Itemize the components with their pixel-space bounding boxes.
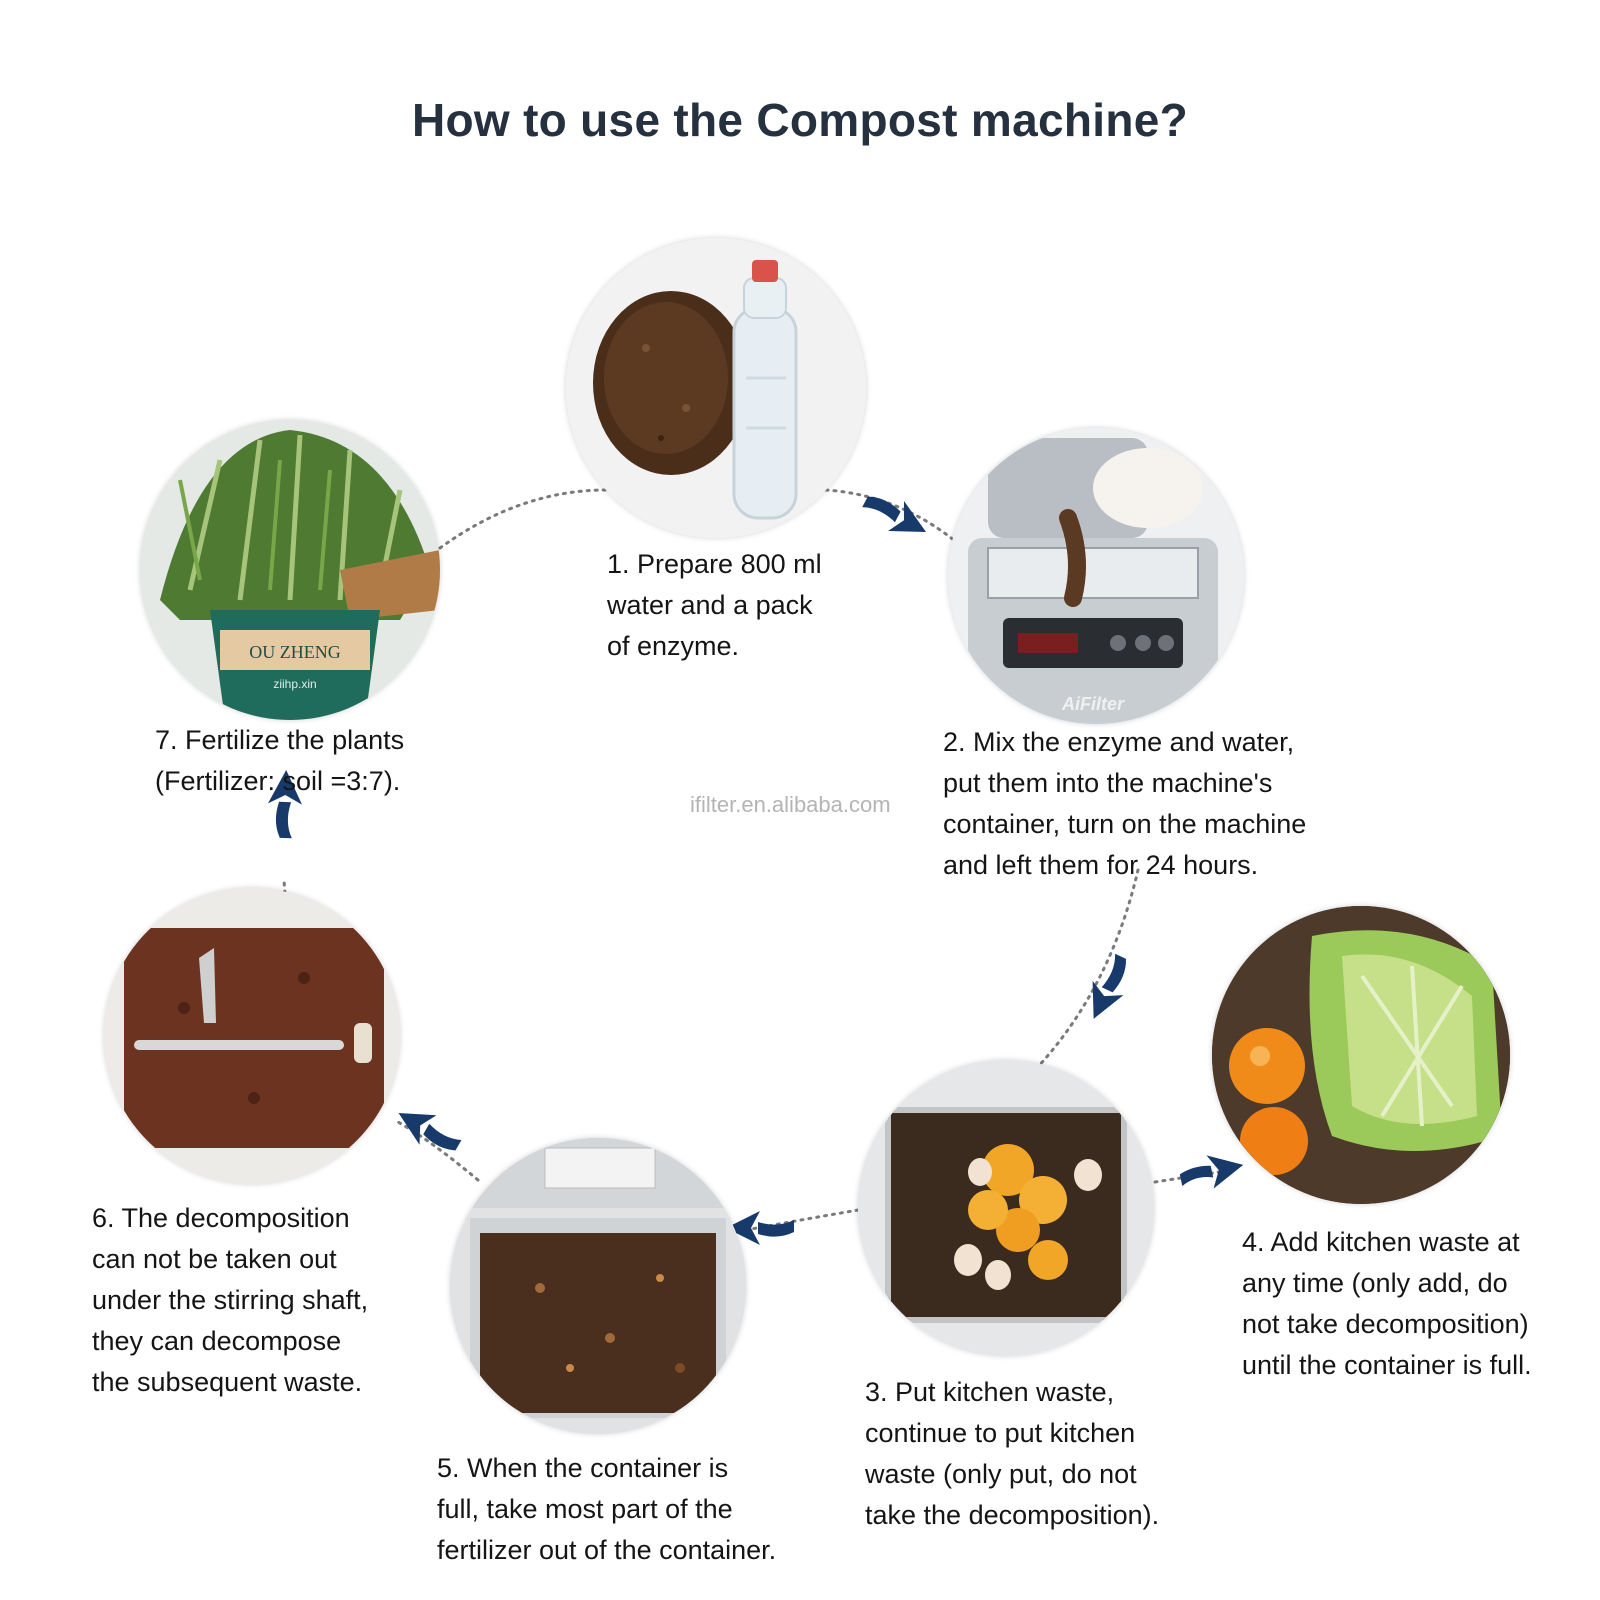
caption-step-5: 5. When the container is full, take most… <box>437 1448 776 1571</box>
watermark: ifilter.en.alibaba.com <box>690 792 891 818</box>
caption-line: can not be taken out <box>92 1239 368 1280</box>
caption-line: 1. Prepare 800 ml <box>607 544 822 585</box>
curved-arrow-icon <box>1177 1148 1247 1195</box>
photo-step-2-machine: AiFilter <box>948 428 1244 724</box>
photo-step-5-full-container <box>450 1138 746 1434</box>
caption-step-2: 2. Mix the enzyme and water, put them in… <box>943 722 1306 886</box>
photo-step-7-plant: OU ZHENG ziihp.xin <box>140 420 440 720</box>
curved-arrow-icon <box>390 1098 466 1161</box>
photo-step-1-enzyme-water <box>566 238 866 538</box>
brand-logo: AiFilter <box>1061 694 1125 714</box>
caption-line: take the decomposition). <box>865 1495 1159 1536</box>
caption-step-4: 4. Add kitchen waste at any time (only a… <box>1242 1222 1532 1386</box>
caption-line: 2. Mix the enzyme and water, <box>943 722 1306 763</box>
caption-step-1: 1. Prepare 800 ml water and a pack of en… <box>607 544 822 667</box>
connector-7-1 <box>440 490 606 548</box>
connector-5-6 <box>398 1122 478 1180</box>
caption-line: 5. When the container is <box>437 1448 776 1489</box>
photo-step-6-decomposition <box>104 888 400 1184</box>
caption-line: of enzyme. <box>607 626 822 667</box>
photo-step-4-add-waste <box>1212 906 1510 1204</box>
caption-line: 6. The decomposition <box>92 1198 368 1239</box>
caption-line: and left them for 24 hours. <box>943 845 1306 886</box>
caption-line: 3. Put kitchen waste, <box>865 1372 1159 1413</box>
caption-line: 4. Add kitchen waste at <box>1242 1222 1532 1263</box>
caption-line: under the stirring shaft, <box>92 1280 368 1321</box>
caption-line: (Fertilizer: soil =3:7). <box>155 761 404 802</box>
caption-step-3: 3. Put kitchen waste, continue to put ki… <box>865 1372 1159 1536</box>
caption-line: water and a pack <box>607 585 822 626</box>
caption-step-6: 6. The decomposition can not be taken ou… <box>92 1198 368 1403</box>
caption-line: waste (only put, do not <box>865 1454 1159 1495</box>
caption-line: 7. Fertilize the plants <box>155 720 404 761</box>
caption-line: container, turn on the machine <box>943 804 1306 845</box>
pot-label: OU ZHENG <box>249 642 341 662</box>
caption-step-7: 7. Fertilize the plants (Fertilizer: soi… <box>155 720 404 802</box>
caption-line: continue to put kitchen <box>865 1413 1159 1454</box>
caption-line: any time (only add, do <box>1242 1263 1532 1304</box>
caption-line: until the container is full. <box>1242 1345 1532 1386</box>
pot-url: ziihp.xin <box>273 677 316 691</box>
photo-step-3-kitchen-waste <box>858 1060 1154 1356</box>
caption-line: the subsequent waste. <box>92 1362 368 1403</box>
caption-line: put them into the machine's <box>943 763 1306 804</box>
curved-arrow-icon <box>858 485 934 547</box>
caption-line: not take decomposition) <box>1242 1304 1532 1345</box>
caption-line: full, take most part of the <box>437 1489 776 1530</box>
caption-line: they can decompose <box>92 1321 368 1362</box>
caption-line: fertilizer out of the container. <box>437 1530 776 1571</box>
